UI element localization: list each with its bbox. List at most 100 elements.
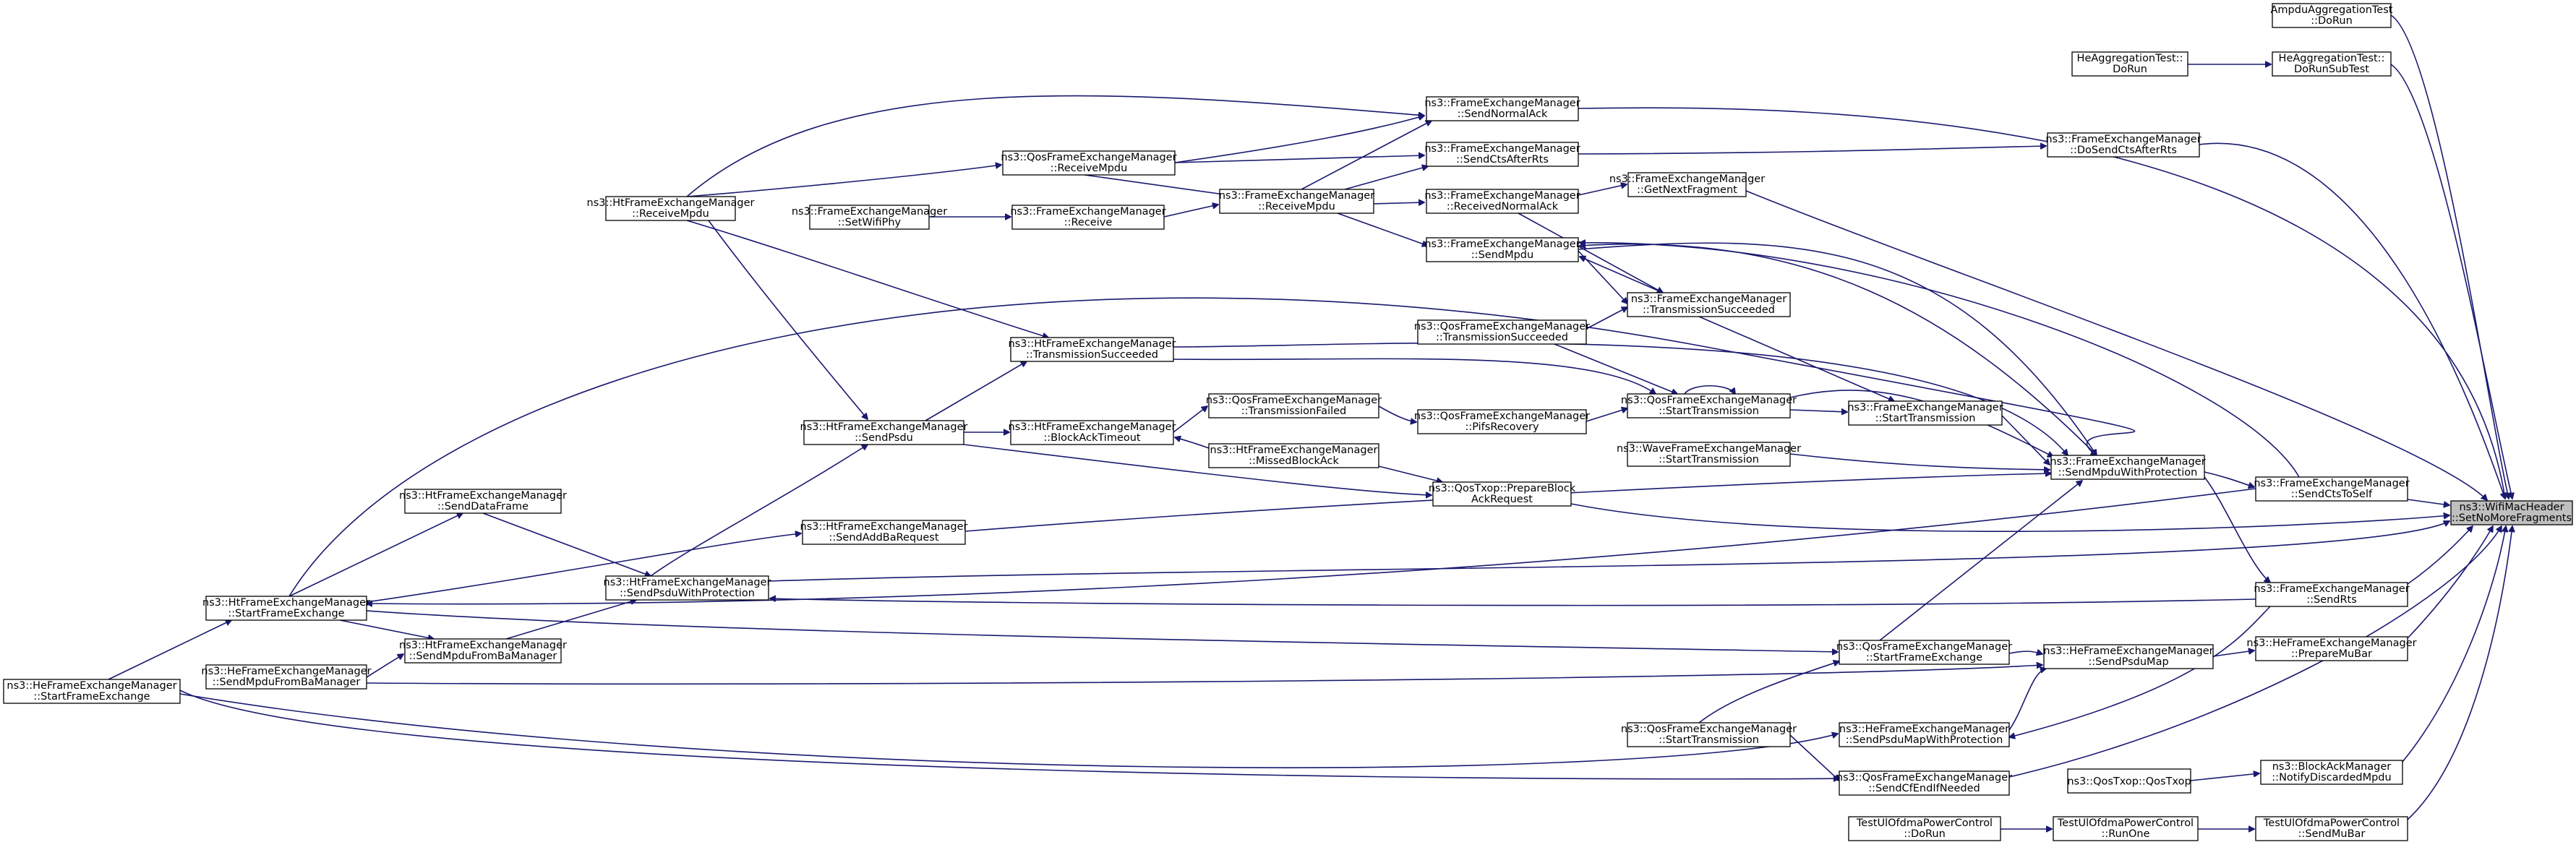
call-edge: [179, 690, 1839, 779]
graph-node[interactable]: ns3::QosFrameExchangeManager::ReceiveMpd…: [1001, 150, 1177, 176]
graph-node[interactable]: AmpduAggregationTest::DoRun: [2271, 3, 2393, 28]
call-edge: [2009, 606, 2271, 737]
node-label: ns3::FrameExchangeManager: [1631, 293, 1786, 305]
graph-node[interactable]: ns3::QosFrameExchangeManager::StartTrans…: [1621, 722, 1797, 747]
node-label: ns3::HeFrameExchangeManager: [2043, 645, 2213, 657]
graph-node[interactable]: ns3::HeFrameExchangeManager::StartFrameE…: [3, 679, 181, 704]
node-label: TestUlOfdmaPowerControl: [2263, 817, 2400, 829]
node-label: ns3::FrameExchangeManager: [2254, 583, 2409, 595]
node-box: [2071, 51, 2188, 77]
node-box: [1627, 722, 1791, 747]
node-label: ns3::QosFrameExchangeManager: [1836, 641, 2012, 653]
graph-node[interactable]: TestUlOfdmaPowerControl::SendMuBar: [2255, 816, 2408, 841]
node-box: [803, 420, 964, 445]
node-label: ns3::FrameExchangeManager: [1424, 98, 1580, 109]
graph-node[interactable]: ns3::HtFrameExchangeManager::Transmissio…: [1009, 337, 1176, 362]
graph-node[interactable]: ns3::QosFrameExchangeManager::StartFrame…: [1836, 640, 2012, 665]
graph-node[interactable]: ns3::FrameExchangeManager::StartTransmis…: [1847, 400, 2003, 426]
graph-node[interactable]: ns3::HeFrameExchangeManager::PrepareMuBa…: [2246, 636, 2417, 661]
call-edge: [1174, 116, 1424, 163]
graph-node[interactable]: ns3::FrameExchangeManager::GetNextFragme…: [1609, 172, 1765, 197]
graph-node[interactable]: ns3::BlockAckManager::NotifyDiscardedMpd…: [2260, 760, 2403, 785]
graph-node[interactable]: HeAggregationTest::DoRunSubTest: [2272, 51, 2392, 77]
node-label: ::BlockAckTimeout: [1043, 432, 1141, 444]
call-edge: [339, 619, 434, 639]
graph-node[interactable]: ns3::FrameExchangeManager::TransmissionS…: [1627, 292, 1791, 317]
graph-node[interactable]: ns3::FrameExchangeManager::SendMpduWithP…: [2050, 455, 2206, 480]
node-label: ns3::HtFrameExchangeManager: [399, 640, 567, 651]
node-label: ns3::FrameExchangeManager: [2050, 456, 2205, 468]
graph-node[interactable]: TestUlOfdmaPowerControl::DoRun: [1848, 816, 2001, 841]
node-label: ::SendNormalAck: [1458, 108, 1548, 120]
node-label: ::TransmissionSucceeded: [1026, 349, 1158, 361]
graph-node[interactable]: ns3::HtFrameExchangeManager::SendDataFra…: [399, 489, 567, 514]
graph-node[interactable]: ns3::HtFrameExchangeManager::SendMpduFro…: [399, 638, 567, 664]
call-edge: [1578, 242, 2097, 455]
graph-node[interactable]: ns3::WaveFrameExchangeManager::StartTran…: [1617, 442, 1801, 467]
nodes: ns3::WifiMacHeader::SetNoMoreFragments Am…: [3, 3, 2573, 841]
node-label: ::DoSendCtsAfterRts: [2070, 145, 2177, 156]
node-box: [1417, 409, 1587, 434]
node-label: TestUlOfdmaPowerControl: [2057, 817, 2194, 829]
graph-node[interactable]: ns3::HtFrameExchangeManager::ReceiveMpdu: [587, 196, 755, 221]
node-label: ns3::QosFrameExchangeManager: [1206, 395, 1382, 406]
graph-node[interactable]: ns3::FrameExchangeManager::Receive: [1010, 205, 1166, 230]
node-label: ns3::HtFrameExchangeManager: [1210, 445, 1378, 456]
graph-node[interactable]: ns3::FrameExchangeManager::SendRts: [2254, 582, 2410, 607]
node-box: [1627, 442, 1791, 467]
graph-node[interactable]: ns3::FrameExchangeManager::SendMpdu: [1424, 237, 1580, 262]
node-box: [809, 205, 930, 230]
graph-node[interactable]: HeAggregationTest::DoRun: [2071, 51, 2188, 77]
call-edge: [367, 488, 2256, 604]
graph-node[interactable]: ns3::HtFrameExchangeManager::SendPsduWit…: [604, 575, 771, 601]
node-label: ns3::HtFrameExchangeManager: [800, 521, 968, 533]
call-edge: [686, 220, 1048, 338]
call-edge: [1586, 408, 1627, 422]
node-box: [1839, 722, 2010, 747]
call-edge: [1301, 121, 1432, 190]
graph-node[interactable]: ns3::QosFrameExchangeManager::SendCfEndI…: [1836, 770, 2012, 796]
graph-node[interactable]: ns3::FrameExchangeManager::SendNormalAck: [1424, 96, 1580, 121]
graph-node[interactable]: ns3::HtFrameExchangeManager::MissedBlock…: [1208, 443, 1379, 468]
call-edge: [1580, 244, 2097, 456]
graph-node[interactable]: ns3::FrameExchangeManager::SendCtsAfterR…: [1424, 142, 1580, 167]
graph-node[interactable]: TestUlOfdmaPowerControl::RunOne: [2053, 816, 2199, 841]
node-box: [2260, 760, 2403, 785]
graph-node[interactable]: ns3::FrameExchangeManager::SetWifiPhy: [792, 205, 947, 230]
node-label: ns3::FrameExchangeManager: [1424, 143, 1580, 155]
graph-node[interactable]: ns3::FrameExchangeManager::ReceiveMpdu: [1219, 189, 1374, 214]
call-edge: [1570, 503, 2449, 533]
graph-node[interactable]: ns3::FrameExchangeManager::DoSendCtsAfte…: [2045, 132, 2201, 158]
graph-node[interactable]: ns3::HtFrameExchangeManager::SendAddBaRe…: [800, 520, 968, 545]
graph-node[interactable]: ns3::QosFrameExchangeManager::StartTrans…: [1621, 393, 1797, 418]
graph-node[interactable]: ns3::QosFrameExchangeManager::Transmissi…: [1414, 319, 1590, 345]
node-label: ::SendCtsAfterRts: [1456, 154, 1549, 166]
graph-node[interactable]: ns3::HtFrameExchangeManager::BlockAckTim…: [1009, 420, 1176, 445]
node-box: [2067, 768, 2191, 794]
call-edge: [1789, 390, 2053, 457]
graph-node[interactable]: ns3::QosFrameExchangeManager::PifsRecove…: [1414, 409, 1590, 434]
graph-node[interactable]: ns3::FrameExchangeManager::ReceivedNorma…: [1424, 189, 1580, 214]
graph-node[interactable]: ns3::QosFrameExchangeManager::Transmissi…: [1206, 393, 1382, 418]
graph-node[interactable]: ns3::HeFrameExchangeManager::SendMpduFro…: [201, 664, 372, 690]
graph-node[interactable]: ns3::HeFrameExchangeManager::SendPsduMap: [2043, 644, 2214, 669]
graph-node[interactable]: ns3::FrameExchangeManager::SendCtsToSelf: [2254, 476, 2410, 502]
edges: [108, 14, 2512, 829]
call-edge: [1580, 257, 1664, 293]
call-edge: [1084, 174, 1229, 195]
graph-node[interactable]: ns3::HtFrameExchangeManager::SendPsdu: [800, 420, 968, 445]
call-edge: [768, 521, 2449, 582]
node-label: ns3::QosFrameExchangeManager: [1414, 321, 1590, 332]
call-edge: [686, 95, 1424, 197]
node-box: [404, 489, 562, 514]
node-box: [2043, 644, 2214, 669]
graph-node[interactable]: ns3::HeFrameExchangeManager::SendPsduMap…: [1839, 722, 2010, 747]
node-box: [2272, 51, 2392, 77]
call-edge: [1378, 405, 1416, 422]
graph-node[interactable]: ns3::HtFrameExchangeManager::StartFrameE…: [202, 596, 370, 621]
node-label: AmpduAggregationTest: [2271, 4, 2393, 16]
graph-node[interactable]: ns3::QosTxop::QosTxop: [2067, 768, 2191, 794]
graph-node[interactable]: ns3::WifiMacHeader::SetNoMoreFragments: [2450, 500, 2573, 525]
